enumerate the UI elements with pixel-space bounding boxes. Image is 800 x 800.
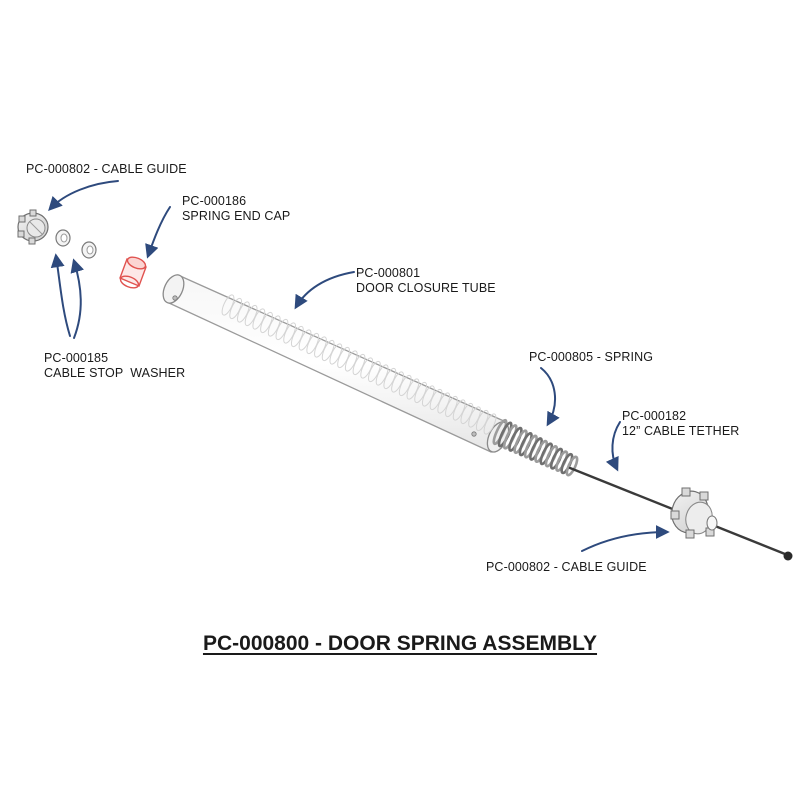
label-door-closure-tube-part: PC-000801 bbox=[356, 266, 421, 280]
label-spring-end-cap-part: PC-000186 bbox=[182, 194, 247, 208]
callout-arrows bbox=[48, 180, 670, 552]
label-cable-tether-part: PC-000182 bbox=[622, 409, 687, 423]
label-cable-guide-top: PC-000802 - CABLE GUIDE bbox=[26, 162, 187, 177]
cable-guide-top-part bbox=[17, 209, 49, 245]
arrow-cable-tether bbox=[605, 421, 621, 472]
label-spring: PC-000805 - SPRING bbox=[529, 350, 653, 365]
door-closure-tube-part bbox=[162, 274, 510, 453]
cable-stop-part bbox=[81, 241, 97, 259]
label-cable-guide-bottom: PC-000802 - CABLE GUIDE bbox=[486, 560, 647, 575]
spring-coil bbox=[565, 455, 579, 477]
arrow-spring bbox=[540, 367, 560, 427]
spring-end-cap-part bbox=[119, 256, 147, 289]
label-cable-stop-washer: PC-000185 CABLE STOP WASHER bbox=[44, 351, 185, 381]
label-spring-end-cap: PC-000186 SPRING END CAP bbox=[182, 194, 290, 224]
label-cable-stop-washer-part: PC-000185 bbox=[44, 351, 109, 365]
arrow-door-closure-tube bbox=[294, 271, 355, 310]
arrow-cable-stop bbox=[50, 253, 71, 337]
label-cable-stop-washer-name: CABLE STOP WASHER bbox=[44, 366, 186, 380]
arrow-spring-end-cap bbox=[145, 206, 171, 259]
arrow-cable-guide-top bbox=[48, 180, 119, 212]
arrow-cable-guide-bottom bbox=[581, 525, 670, 552]
arrow-washer bbox=[70, 258, 84, 339]
label-door-closure-tube: PC-000801 DOOR CLOSURE TUBE bbox=[356, 266, 496, 296]
label-door-closure-tube-name: DOOR CLOSURE TUBE bbox=[356, 281, 496, 295]
cable-guide-bottom-part bbox=[670, 487, 718, 539]
label-cable-guide-top-part: PC-000802 - CABLE GUIDE bbox=[26, 162, 187, 176]
label-spring-end-cap-name: SPRING END CAP bbox=[182, 209, 291, 223]
diagram-title: PC-000800 - DOOR SPRING ASSEMBLY bbox=[0, 632, 800, 656]
inner-spring-coil bbox=[483, 413, 497, 435]
washer-part bbox=[55, 229, 71, 247]
label-cable-tether: PC-000182 12” CABLE TETHER bbox=[622, 409, 739, 439]
label-spring-part: PC-000805 - SPRING bbox=[529, 350, 654, 364]
label-cable-tether-name: 12” CABLE TETHER bbox=[622, 424, 740, 438]
spring-part bbox=[492, 418, 579, 477]
label-cable-guide-bottom-part: PC-000802 - CABLE GUIDE bbox=[486, 560, 647, 574]
diagram-title-text: PC-000800 - DOOR SPRING ASSEMBLY bbox=[202, 632, 598, 655]
